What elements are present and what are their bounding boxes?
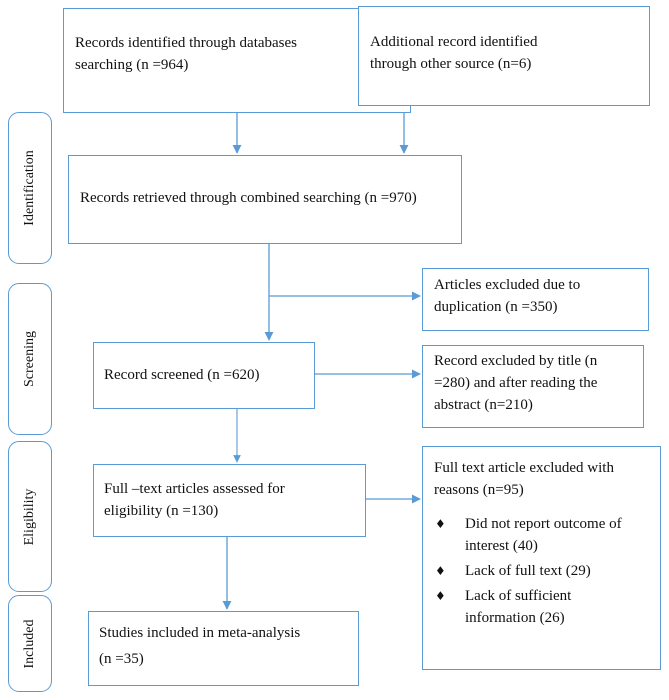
stage-screening-label: Screening	[22, 331, 37, 387]
box-duplicates-excluded: Articles excluded due to duplication (n …	[422, 268, 649, 331]
stage-eligibility-label: Eligibility	[22, 488, 37, 545]
diamond-bullet-icon: ♦	[435, 589, 446, 603]
combined-records-line-1: Records retrieved through combined searc…	[80, 190, 417, 206]
excluded-title-line-3: abstract (n=210)	[434, 397, 533, 413]
database-records-line-2: searching (n =964)	[75, 57, 189, 73]
box-combined-records: Records retrieved through combined searc…	[68, 155, 462, 244]
exclusion-reason-item: ♦ Did not report outcome of interest (40…	[435, 513, 622, 557]
database-records-line-1: Records identified through databases	[75, 35, 298, 51]
other-records-line-2: through other source (n=6)	[370, 56, 532, 72]
fulltext-line-1: Full –text articles assessed for	[104, 481, 285, 497]
stage-included-label: Included	[22, 619, 37, 668]
included-line-1: Studies included in meta-analysis	[99, 625, 301, 641]
reason-3-line-2: information (26)	[465, 610, 565, 626]
duplicates-line-2: duplication (n =350)	[434, 299, 558, 315]
stage-eligibility: Eligibility	[8, 441, 52, 592]
excluded-title-line-1: Record excluded by title (n	[434, 353, 598, 369]
exclusion-reason-item: ♦ Lack of full text (29)	[435, 560, 622, 582]
box-records-screened: Record screened (n =620)	[93, 342, 315, 409]
fulltext-line-2: eligibility (n =130)	[104, 503, 219, 519]
fulltext-excluded-line-2: reasons (n=95)	[434, 482, 524, 498]
box-other-source-records: Additional record identified through oth…	[358, 6, 650, 106]
reason-2-line-1: Lack of full text (29)	[465, 563, 591, 579]
stage-screening: Screening	[8, 283, 52, 435]
excluded-title-line-2: =280) and after reading the	[434, 375, 598, 391]
box-excluded-by-title: Record excluded by title (n =280) and af…	[422, 345, 644, 428]
reason-3-line-1: Lack of sufficient	[465, 588, 572, 604]
reason-1-line-1: Did not report outcome of	[465, 516, 622, 532]
fulltext-excluded-line-1: Full text article excluded with	[434, 460, 614, 476]
stage-identification-label: Identification	[22, 150, 37, 226]
diamond-bullet-icon: ♦	[435, 517, 446, 531]
screened-line-1: Record screened (n =620)	[104, 367, 260, 383]
reason-1-line-2: interest (40)	[465, 538, 538, 554]
stage-identification: Identification	[8, 112, 52, 264]
box-studies-included: Studies included in meta-analysis (n =35…	[88, 611, 359, 686]
box-fulltext-assessed: Full –text articles assessed for eligibi…	[93, 464, 366, 537]
stage-included: Included	[8, 595, 52, 692]
box-fulltext-excluded: Full text article excluded with reasons …	[422, 446, 661, 670]
other-records-line-1: Additional record identified	[370, 34, 538, 50]
diamond-bullet-icon: ♦	[435, 564, 446, 578]
included-line-2: (n =35)	[99, 651, 144, 667]
duplicates-line-1: Articles excluded due to	[434, 277, 581, 293]
exclusion-reasons-list: ♦ Did not report outcome of interest (40…	[435, 513, 622, 632]
exclusion-reason-item: ♦ Lack of sufficient information (26)	[435, 585, 622, 629]
